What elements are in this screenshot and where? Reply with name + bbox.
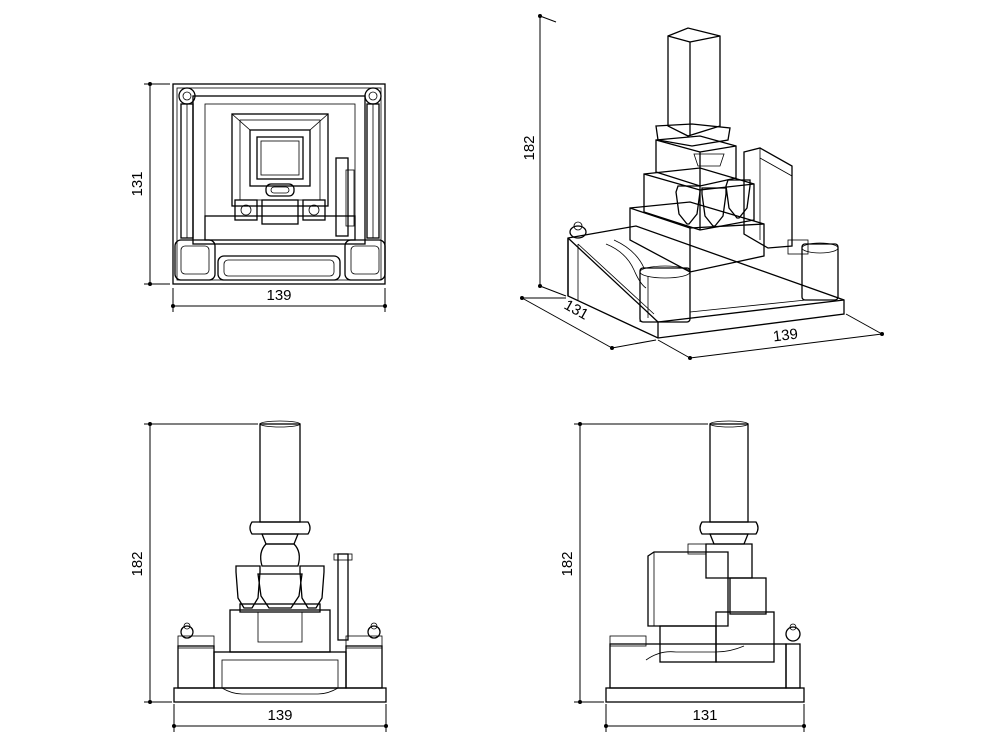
front-width-label: 139 (267, 707, 292, 724)
side-stupa-board (647, 551, 729, 627)
side-column (687, 420, 759, 579)
side-knob (785, 623, 801, 642)
iso-front-curb (605, 239, 647, 289)
iso-pedestal-lower (629, 201, 765, 273)
side-view: 182 131 (559, 420, 806, 732)
iso-width-dimension: 139 (657, 313, 884, 360)
iso-stupa-board (743, 147, 793, 249)
iso-corner-knob (569, 221, 587, 239)
plan-stupa-holder (335, 157, 355, 237)
front-stupa-post (333, 553, 353, 641)
side-width-label: 131 (692, 707, 717, 724)
isometric-view: 182 131 139 (520, 14, 884, 360)
front-base (173, 635, 387, 703)
iso-depth-label: 131 (561, 297, 591, 324)
front-view: 182 139 (129, 420, 388, 732)
plan-front-stones (174, 239, 386, 281)
front-pedestal (229, 603, 331, 653)
plan-depth-label: 131 (129, 171, 146, 196)
iso-height-label: 182 (521, 135, 538, 160)
plan-view: 139 131 (129, 82, 387, 312)
front-height-dimension: 182 (129, 422, 258, 704)
side-width-dimension: 131 (604, 704, 806, 732)
front-width-dimension: 139 (172, 704, 388, 732)
iso-depth-dimension: 131 (520, 296, 657, 350)
iso-column (655, 27, 731, 147)
plan-depth-dimension: 131 (129, 82, 170, 286)
plan-outline (172, 83, 386, 285)
front-height-label: 182 (129, 551, 146, 576)
plan-width-label: 139 (266, 287, 291, 304)
iso-vases (675, 153, 751, 227)
side-base (605, 635, 805, 703)
plan-monument (231, 113, 329, 225)
iso-base (567, 225, 845, 339)
iso-pedestal-upper (655, 135, 737, 187)
front-knobs (180, 622, 381, 639)
front-column (249, 420, 311, 567)
plan-corner-knob-left (178, 87, 196, 105)
side-height-label: 182 (559, 551, 576, 576)
iso-front-left-stone (639, 265, 691, 323)
side-height-dimension: 182 (559, 422, 708, 704)
iso-front-right-stone (787, 239, 839, 301)
plan-corner-knob-right (364, 87, 382, 105)
front-vases (235, 565, 325, 609)
side-pedestal (659, 577, 775, 663)
iso-height-dimension: 182 (521, 14, 567, 297)
plan-width-dimension: 139 (171, 287, 387, 312)
iso-width-label: 139 (772, 326, 799, 346)
